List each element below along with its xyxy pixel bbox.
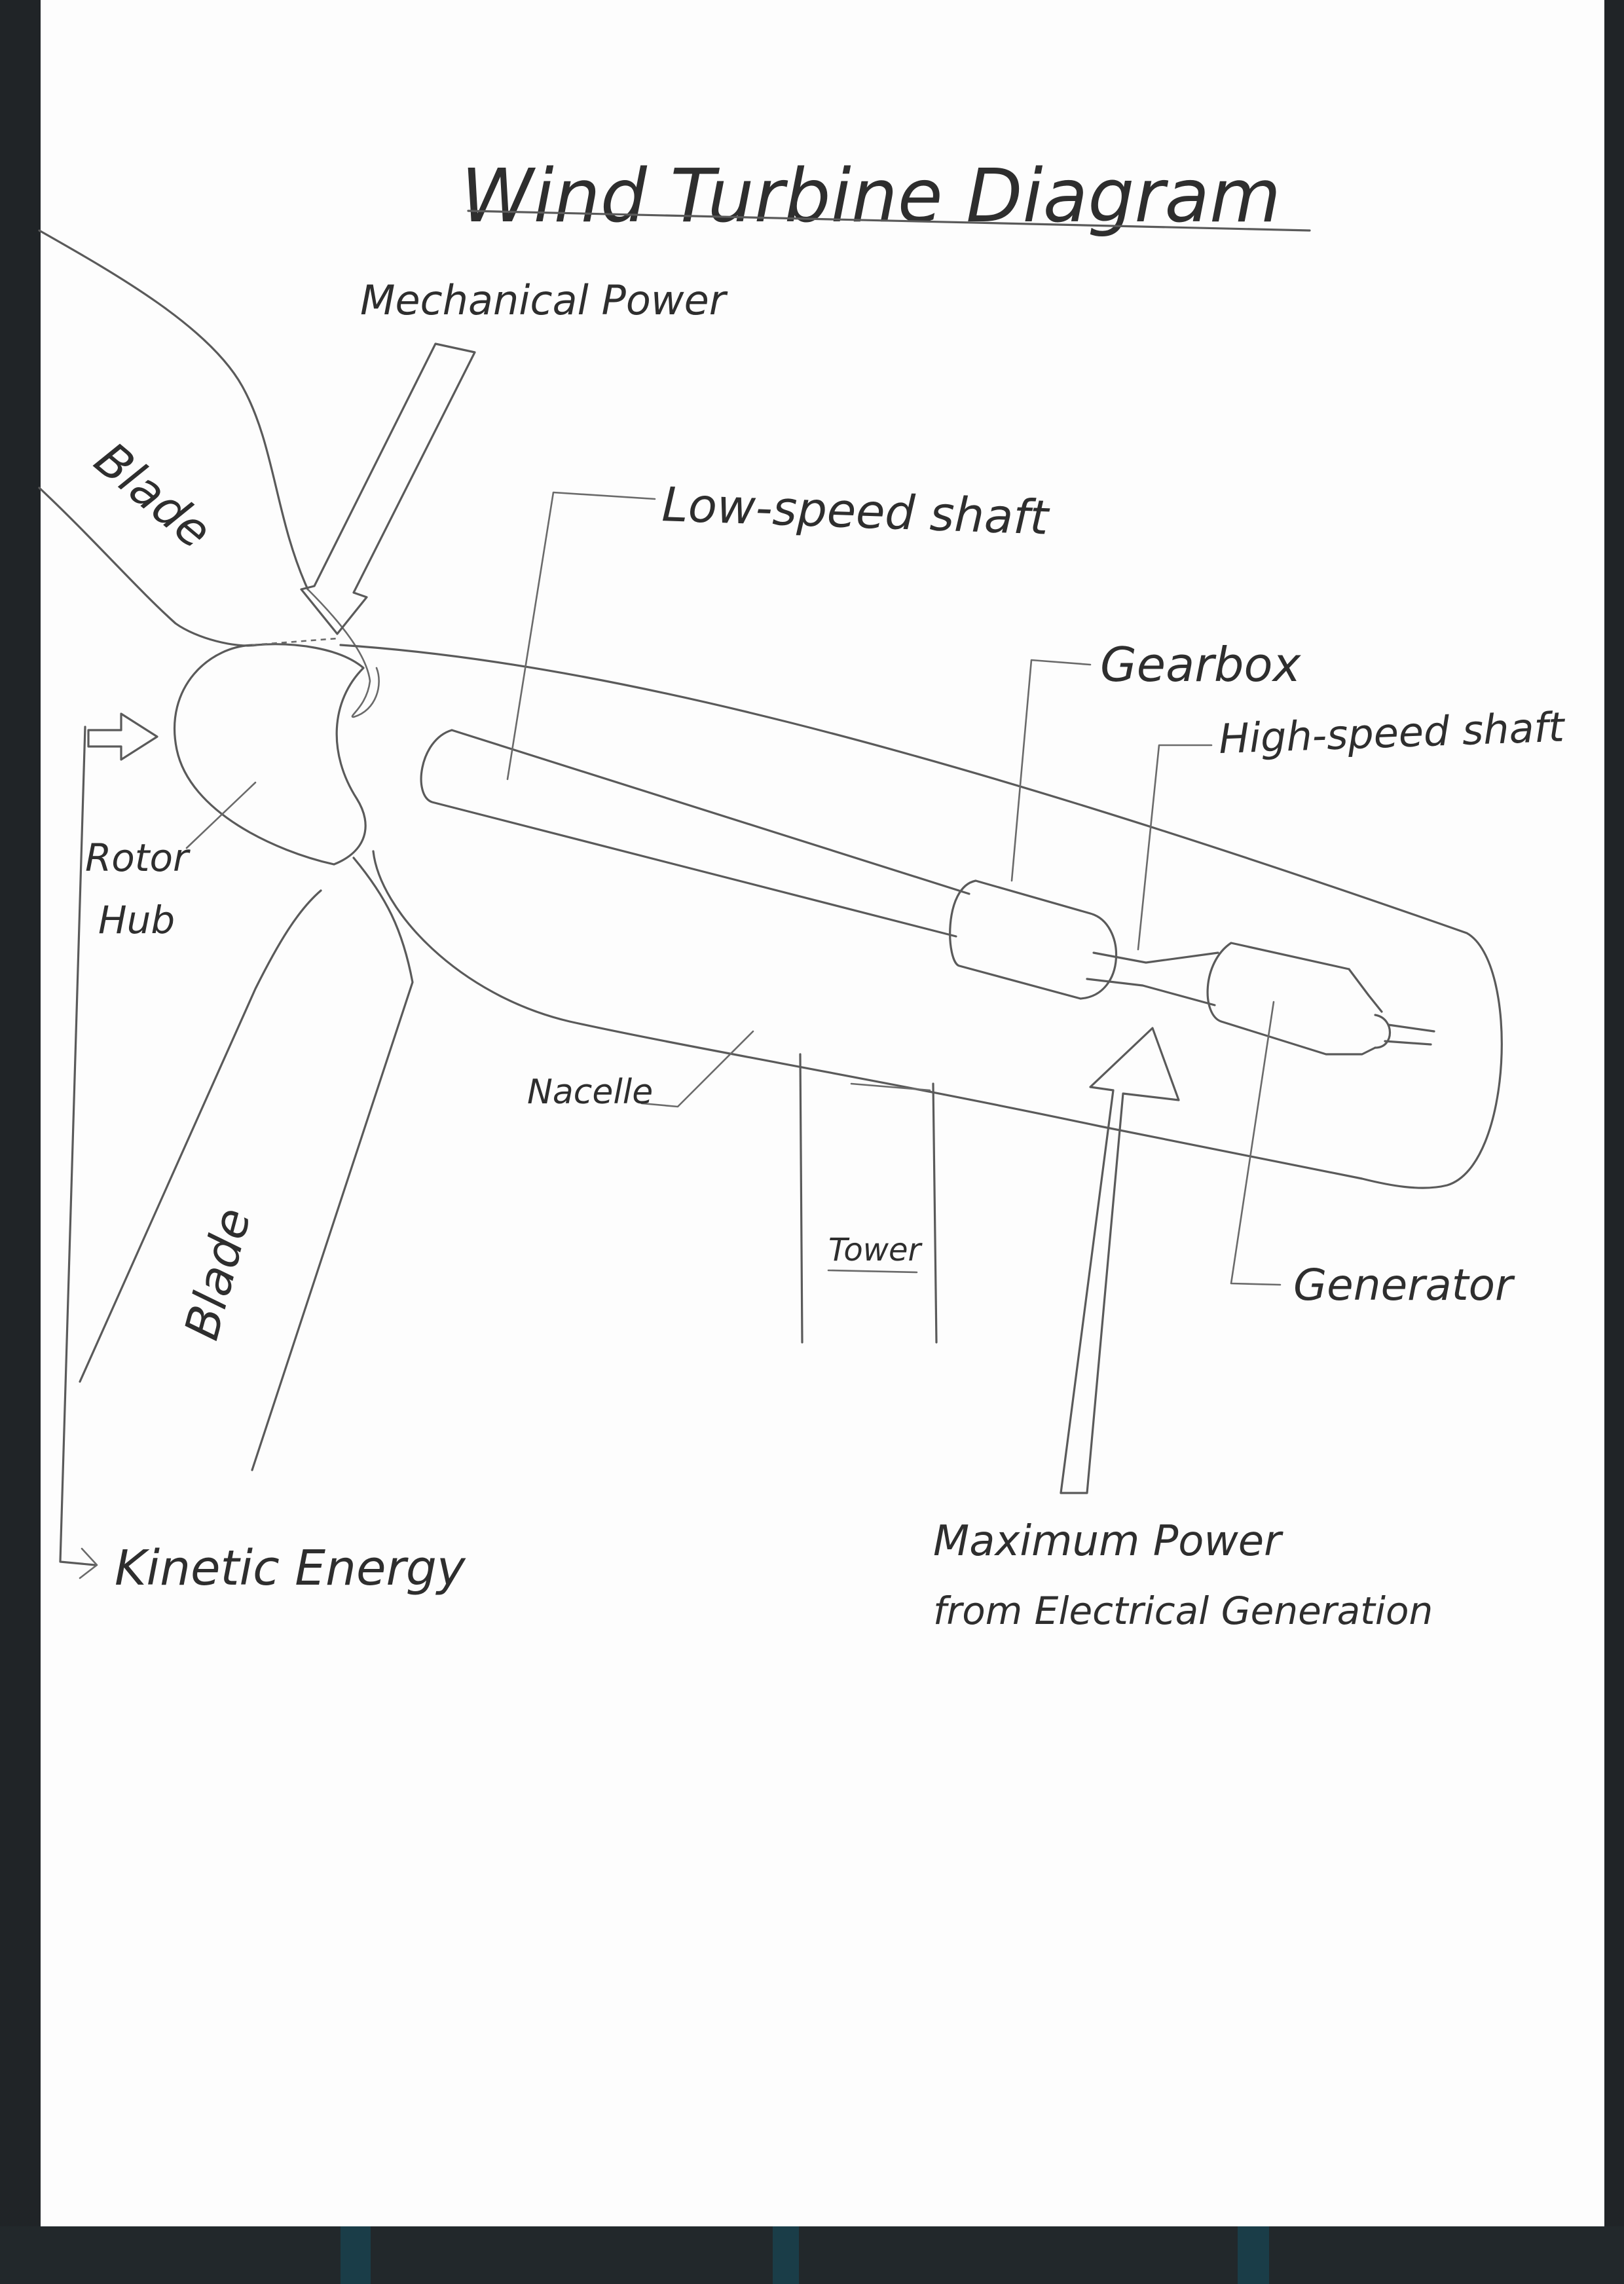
label-low-speed-shaft: Low-speed shaft [661, 477, 1051, 545]
label-nacelle: Nacelle [527, 1073, 653, 1112]
generator-output-shaft [1375, 1015, 1434, 1048]
maximum-power-arrow [1061, 1028, 1179, 1493]
label-blade-bottom: Blade [174, 1202, 261, 1345]
rotor-hub-leader [187, 783, 255, 848]
label-gearbox: Gearbox [1100, 637, 1302, 692]
tower-label-underline [828, 1270, 917, 1272]
gearbox-cylinder [950, 881, 1116, 999]
high-speed-shaft [1087, 953, 1218, 1005]
nacelle-leader [642, 1031, 753, 1107]
high-speed-shaft-leader [1138, 745, 1211, 949]
label-blade-top: Blade [84, 432, 222, 559]
low-speed-shaft [421, 730, 969, 936]
label-maximum-power-line1: Maximum Power [933, 1517, 1283, 1566]
low-speed-shaft-leader [507, 492, 655, 779]
label-high-speed-shaft: High-speed shaft [1218, 703, 1567, 763]
label-tower: Tower [828, 1232, 923, 1268]
label-mechanical-power: Mechanical Power [360, 276, 728, 324]
tower-right-edge [933, 1084, 936, 1342]
mechanical-power-arrow [301, 344, 475, 634]
label-generator: Generator [1293, 1260, 1515, 1310]
upper-blade-outline [39, 230, 308, 646]
label-kinetic-energy: Kinetic Energy [115, 1540, 466, 1596]
wind-input-arrow [88, 714, 157, 760]
tower-left-edge [800, 1054, 802, 1342]
generator-leader [1231, 1002, 1280, 1285]
label-rotor-hub-line1: Rotor [85, 836, 191, 880]
label-rotor-hub-line2: Hub [98, 898, 175, 942]
gearbox-leader [1012, 660, 1090, 881]
generator-body [1208, 943, 1382, 1054]
label-maximum-power-line2: from Electrical Generation [933, 1589, 1433, 1633]
lower-blade-outline [80, 858, 413, 1470]
